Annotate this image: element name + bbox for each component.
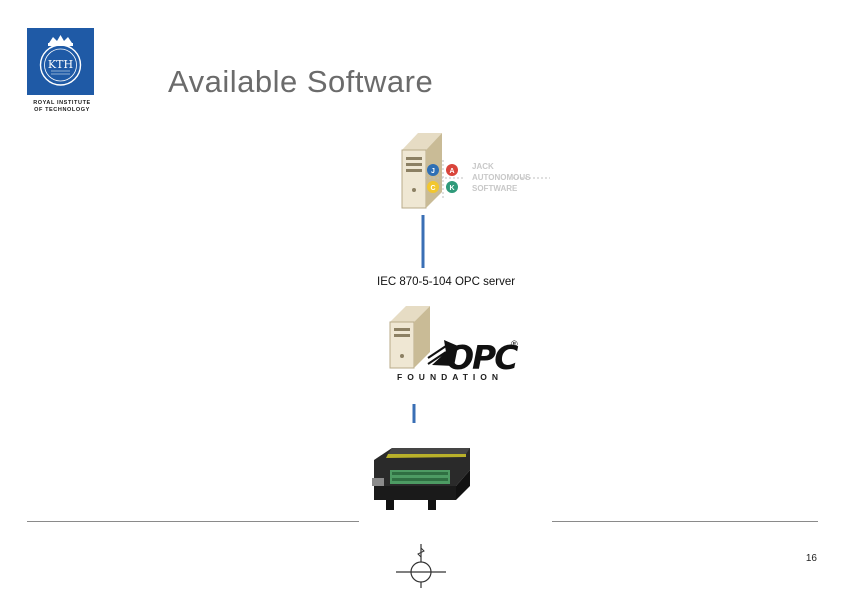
svg-text:K: K xyxy=(449,185,454,192)
opc-foundation-text: FOUNDATION xyxy=(397,372,504,382)
jack-caption: JACK AUTONOMOUS SOFTWARE xyxy=(472,162,531,193)
logo-org-name: ROYAL INSTITUTE OF TECHNOLOGY xyxy=(33,100,91,113)
opc-server-icon xyxy=(389,306,430,369)
registered-mark-icon: ® xyxy=(511,339,518,349)
page-number: 16 xyxy=(805,553,817,564)
svg-text:C: C xyxy=(430,185,435,192)
opc-logo-text: OPC xyxy=(446,338,518,377)
io-module-icon xyxy=(360,423,552,543)
jack-badges-icon: J A C K xyxy=(425,160,550,200)
footer-rule-left xyxy=(27,521,359,522)
footer-rule-right xyxy=(552,521,818,522)
grid-connection-symbol-icon xyxy=(396,544,446,588)
opc-server-label: IEC 870-5-104 OPC server xyxy=(377,276,516,288)
svg-text:A: A xyxy=(449,168,454,175)
kth-emblem-icon: KTH xyxy=(27,28,94,95)
svg-text:J: J xyxy=(431,168,435,175)
svg-text:KTH: KTH xyxy=(48,58,73,71)
opc-logo-icon xyxy=(427,340,458,366)
kth-logo: KTH xyxy=(27,28,94,95)
slide-title: Available Software xyxy=(168,64,434,99)
